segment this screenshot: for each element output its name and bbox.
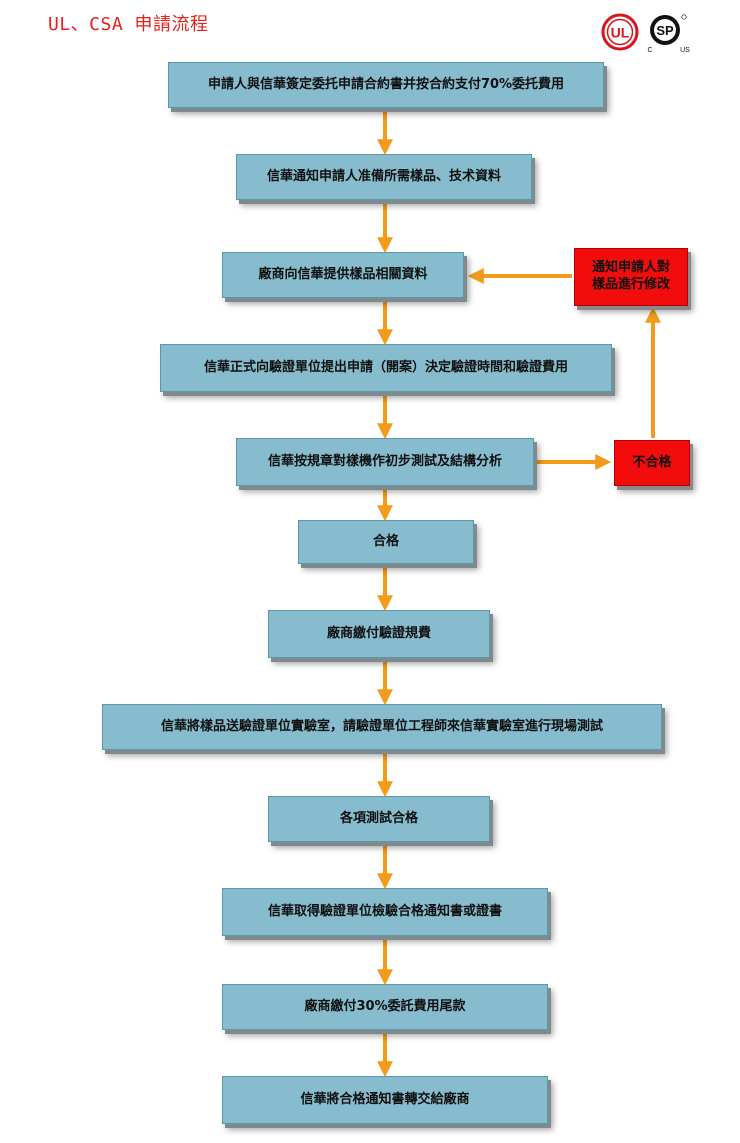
notify-modify-box: 通知申請人對 樣品進行修改 (574, 248, 688, 306)
csa-us-mark: US (680, 47, 690, 54)
csa-logo-icon: SP C US (647, 14, 690, 54)
fail-box: 不合格 (614, 440, 690, 486)
step-pay-fees: 廠商繳付驗證規費 (268, 610, 490, 658)
notify-line-2: 樣品進行修改 (591, 277, 670, 292)
csa-logo-text: SP (656, 23, 674, 38)
step-formal-application: 信華正式向驗證單位提出申請（開案）決定驗證時間和驗證費用 (160, 344, 612, 392)
ul-logo-text: UL (611, 25, 630, 41)
step-lab-testing: 信華將樣品送驗證單位實驗室，請驗證單位工程師來信華實驗室進行現場測試 (102, 704, 662, 750)
step-pay-balance: 廠商繳付30%委託費用尾款 (222, 984, 548, 1030)
step-sign-contract: 申請人與信華簽定委托申請合約書并按合約支付70%委托費用 (168, 62, 604, 108)
step-supply-samples: 廠商向信華提供樣品相關資料 (222, 252, 464, 298)
step-preliminary-test: 信華按規章對樣機作初步測試及結構分析 (236, 438, 534, 486)
step-obtain-certificate: 信華取得驗證單位檢驗合格通知書或證書 (222, 888, 548, 936)
step-pass: 合格 (298, 520, 474, 564)
certification-logos: UL SP C US (601, 13, 690, 54)
page-title: UL、CSA 申請流程 (48, 14, 209, 35)
csa-c-mark: C (647, 47, 652, 54)
step-all-tests-pass: 各項測試合格 (268, 796, 490, 842)
step-deliver-certificate: 信華將合格通知書轉交給廠商 (222, 1076, 548, 1124)
ul-logo-icon: UL (601, 13, 639, 51)
step-notify-prepare-samples: 信華通知申請人准備所需樣品、技术資料 (236, 154, 532, 200)
notify-line-1: 通知申請人對 (591, 260, 670, 276)
